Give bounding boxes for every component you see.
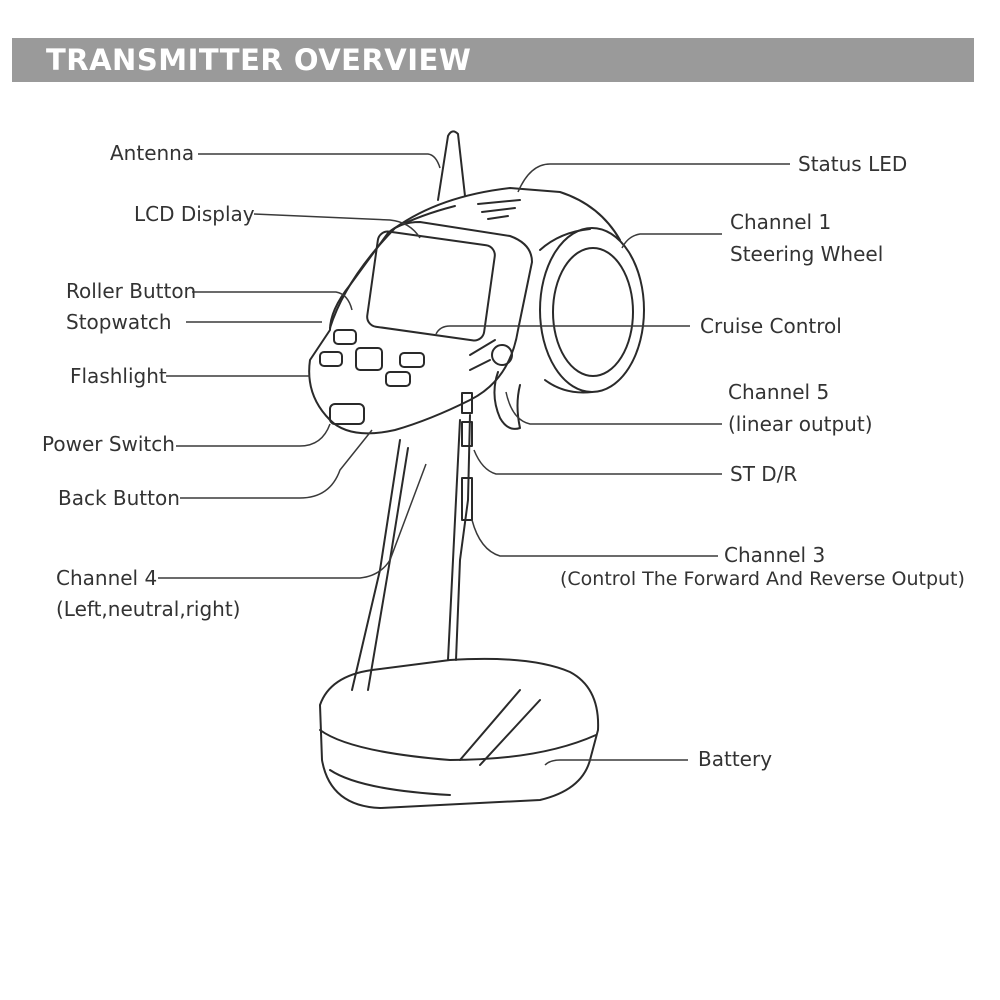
leader-channel3 xyxy=(471,519,718,557)
roller-button-shape xyxy=(355,347,383,371)
button-top-left xyxy=(333,329,357,345)
leader-lcd-display xyxy=(253,213,421,239)
label-channel1-title: Channel 1 xyxy=(730,210,832,234)
label-power-switch: Power Switch xyxy=(42,432,175,456)
header-bar: TRANSMITTER OVERVIEW xyxy=(12,38,974,82)
steering-wheel xyxy=(539,227,645,393)
status-led-vents xyxy=(477,199,521,220)
leader-power-switch xyxy=(176,423,331,447)
handle-outline xyxy=(351,414,471,691)
side-switch-2 xyxy=(461,421,473,447)
button-right-bottom xyxy=(385,371,411,387)
label-flashlight: Flashlight xyxy=(70,364,167,388)
base-outline xyxy=(319,657,600,809)
side-switch-1 xyxy=(461,392,473,414)
label-cruise-control: Cruise Control xyxy=(700,314,842,338)
leader-cruise-control xyxy=(435,325,690,335)
label-channel3-desc: (Control The Forward And Reverse Output) xyxy=(560,568,965,590)
lcd-screen xyxy=(366,230,496,342)
label-status-led: Status LED xyxy=(798,152,908,176)
transmitter-illustration xyxy=(308,130,645,809)
label-battery: Battery xyxy=(698,747,773,771)
label-channel5-desc: (linear output) xyxy=(728,412,873,436)
callout-lines xyxy=(158,153,790,766)
head-outline xyxy=(329,187,621,329)
label-channel3-title: Channel 3 xyxy=(724,543,826,567)
label-channel5-title: Channel 5 xyxy=(728,380,830,404)
label-lcd-display: LCD Display xyxy=(134,202,255,226)
label-channel4-desc: (Left,neutral,right) xyxy=(56,597,241,621)
leader-back-button xyxy=(180,429,373,499)
label-channel4-title: Channel 4 xyxy=(56,566,158,590)
leader-antenna xyxy=(198,153,441,169)
leader-battery xyxy=(544,759,688,766)
button-left-bottom xyxy=(319,351,343,367)
leader-channel5 xyxy=(505,391,722,425)
leader-status-led xyxy=(517,163,790,193)
label-roller-button: Roller Button xyxy=(66,279,197,303)
label-stopwatch: Stopwatch xyxy=(66,310,172,334)
leader-channel4 xyxy=(158,463,427,579)
trigger xyxy=(493,371,521,430)
label-back-button: Back Button xyxy=(58,486,180,510)
button-right-top xyxy=(399,352,425,368)
power-switch-shape xyxy=(329,403,365,425)
label-antenna: Antenna xyxy=(110,141,195,165)
antenna-shape xyxy=(437,130,466,201)
page-title: TRANSMITTER OVERVIEW xyxy=(46,43,472,77)
cruise-knob xyxy=(491,344,513,366)
leader-st-dr xyxy=(473,449,722,475)
side-switch-3 xyxy=(461,477,473,521)
leader-roller-button xyxy=(192,291,353,311)
face-outline xyxy=(308,221,533,435)
label-st-dr: ST D/R xyxy=(730,462,798,486)
label-channel1-desc: Steering Wheel xyxy=(730,242,884,266)
leader-channel1 xyxy=(621,233,722,249)
